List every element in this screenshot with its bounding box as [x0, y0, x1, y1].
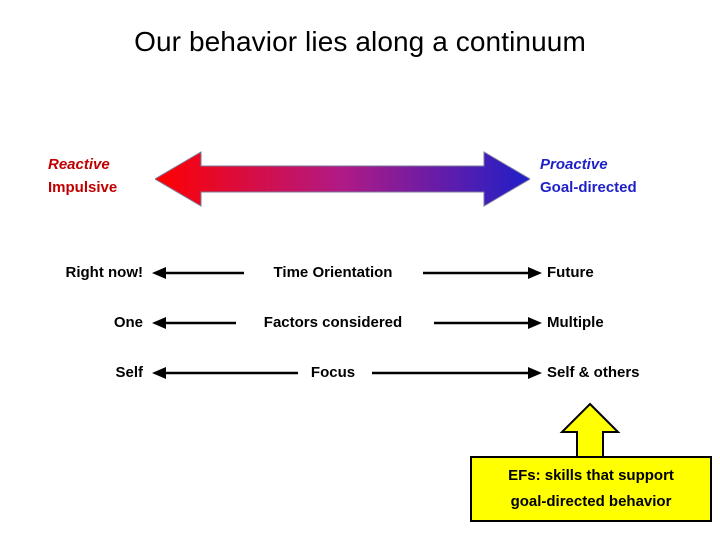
- callout-line-1: EFs: skills that support: [508, 467, 674, 484]
- continuum-left-pole-label: Reactive Impulsive: [48, 153, 117, 199]
- comparison-dimension-label: Focus: [310, 364, 356, 381]
- double-headed-gradient-arrow-icon: [155, 150, 530, 208]
- left-pointing-arrow-icon: [152, 258, 244, 288]
- left-pointing-arrow-icon: [152, 358, 298, 388]
- left-pointing-arrow-icon: [152, 308, 236, 338]
- callout-box: EFs: skills that support goal-directed b…: [470, 456, 712, 522]
- right-pointing-arrow-icon: [434, 308, 542, 338]
- comparison-right-value: Self & others: [547, 364, 640, 381]
- comparison-row: One Factors considered Multiple: [0, 308, 720, 338]
- comparison-dimension-label: Factors considered: [263, 314, 403, 331]
- callout-line-2: goal-directed behavior: [510, 493, 672, 510]
- comparison-left-value: Right now!: [65, 264, 143, 281]
- comparison-row: Right now! Time Orientation Future: [0, 258, 720, 288]
- comparison-row: Self Focus Self & others: [0, 358, 720, 388]
- continuum-right-pole-label: Proactive Goal-directed: [540, 153, 637, 199]
- right-pole-line1: Proactive: [540, 156, 608, 173]
- comparison-dimension-label: Time Orientation: [273, 264, 393, 281]
- right-pointing-arrow-icon: [372, 358, 542, 388]
- comparison-left-value: One: [113, 314, 143, 331]
- comparison-right-value: Future: [547, 264, 594, 281]
- comparison-left-value: Self: [115, 364, 143, 381]
- page-title: Our behavior lies along a continuum: [134, 26, 586, 57]
- left-pole-line2: Impulsive: [48, 179, 118, 196]
- right-pointing-arrow-icon: [423, 258, 542, 288]
- right-pole-line2: Goal-directed: [540, 179, 637, 196]
- up-arrow-icon: [559, 402, 621, 462]
- comparison-right-value: Multiple: [547, 314, 604, 331]
- left-pole-line1: Reactive: [48, 156, 110, 173]
